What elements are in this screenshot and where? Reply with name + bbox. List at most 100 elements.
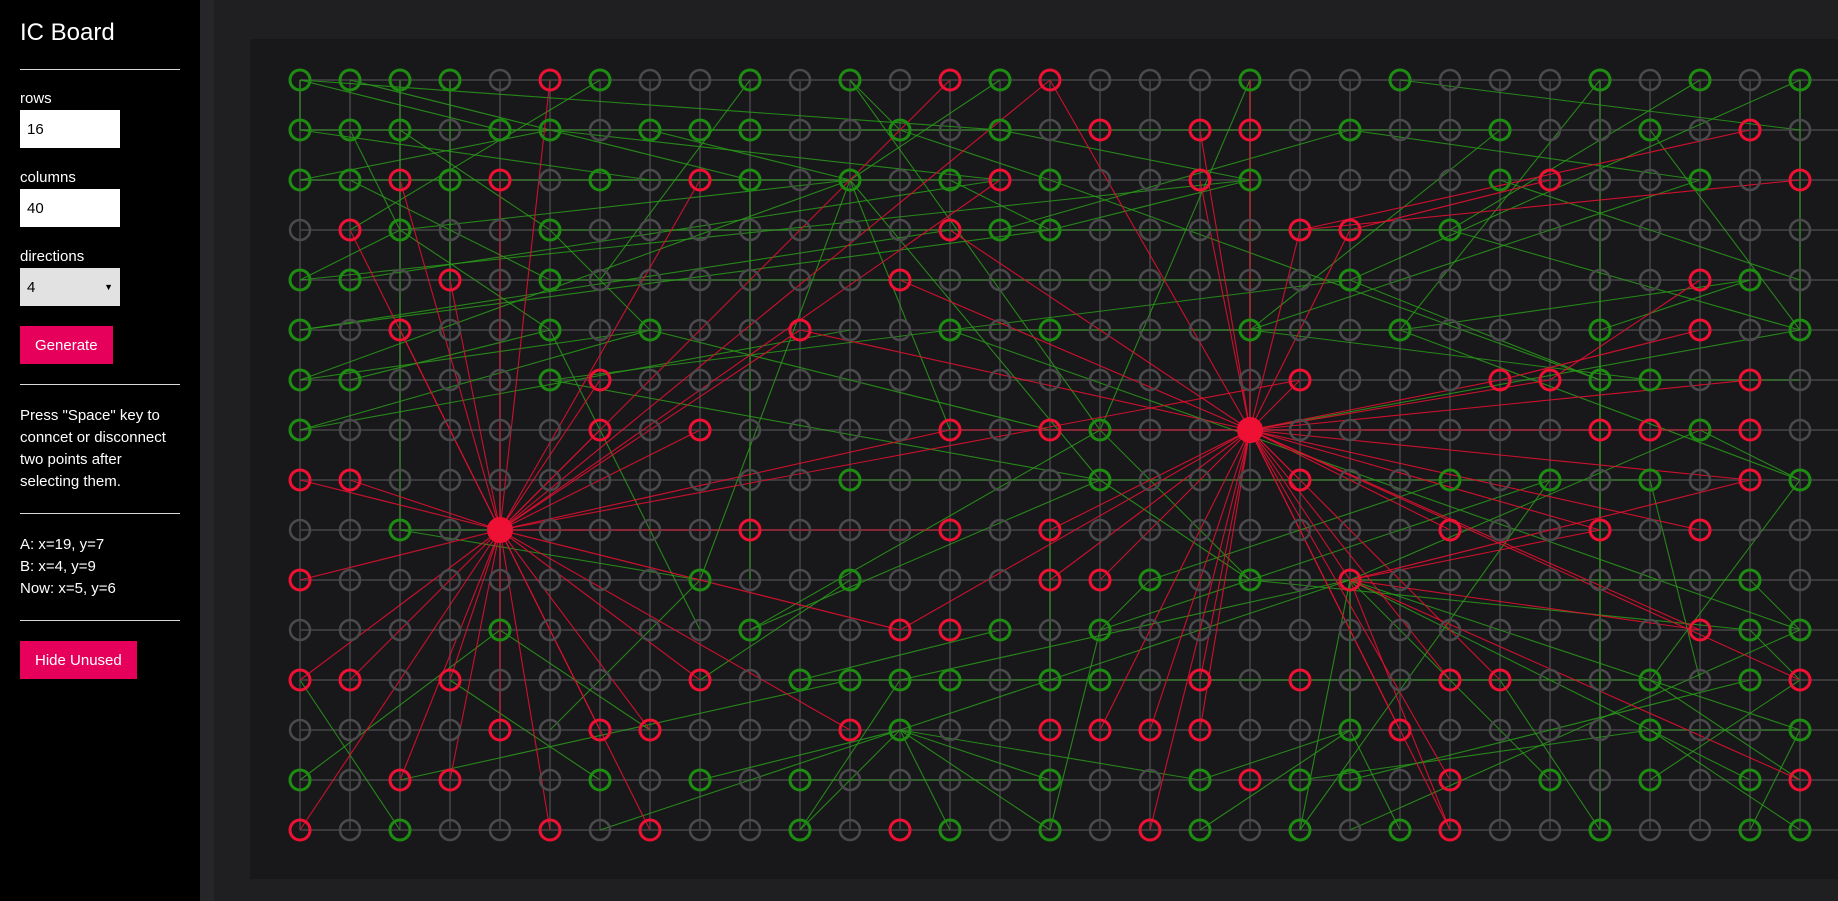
connected-node[interactable] <box>1738 268 1762 292</box>
unused-node[interactable] <box>938 368 962 392</box>
unused-node[interactable] <box>1238 268 1262 292</box>
unused-node[interactable] <box>838 618 862 642</box>
unused-node[interactable] <box>638 768 662 792</box>
connected-node[interactable] <box>1438 218 1462 242</box>
unused-node[interactable] <box>438 218 462 242</box>
unused-node[interactable] <box>1088 318 1112 342</box>
unused-node[interactable] <box>1338 318 1362 342</box>
selected-net-node[interactable] <box>1488 668 1512 692</box>
unused-node[interactable] <box>288 618 312 642</box>
selected-net-node[interactable] <box>1438 768 1462 792</box>
unused-node[interactable] <box>1538 418 1562 442</box>
unused-node[interactable] <box>1638 618 1662 642</box>
unused-node[interactable] <box>1138 468 1162 492</box>
unused-node[interactable] <box>538 618 562 642</box>
unused-node[interactable] <box>738 818 762 842</box>
connected-node[interactable] <box>1338 718 1362 742</box>
unused-node[interactable] <box>888 468 912 492</box>
unused-node[interactable] <box>338 518 362 542</box>
unused-node[interactable] <box>488 568 512 592</box>
unused-node[interactable] <box>1688 818 1712 842</box>
unused-node[interactable] <box>1088 268 1112 292</box>
unused-node[interactable] <box>888 68 912 92</box>
unused-node[interactable] <box>1788 218 1812 242</box>
selected-net-node[interactable] <box>538 68 562 92</box>
unused-node[interactable] <box>1688 468 1712 492</box>
unused-node[interactable] <box>1338 818 1362 842</box>
selected-net-node[interactable] <box>438 768 462 792</box>
unused-node[interactable] <box>888 368 912 392</box>
selected-net-node[interactable] <box>1188 168 1212 192</box>
unused-node[interactable] <box>1188 318 1212 342</box>
unused-node[interactable] <box>338 718 362 742</box>
selected-net-node[interactable] <box>1738 118 1762 142</box>
unused-node[interactable] <box>1188 518 1212 542</box>
connected-node[interactable] <box>1688 68 1712 92</box>
connected-node[interactable] <box>1638 668 1662 692</box>
selected-net-node[interactable] <box>1188 118 1212 142</box>
connected-node[interactable] <box>1088 468 1112 492</box>
selected-net-node[interactable] <box>1338 568 1362 592</box>
unused-node[interactable] <box>1688 218 1712 242</box>
unused-node[interactable] <box>788 518 812 542</box>
unused-node[interactable] <box>1588 468 1612 492</box>
unused-node[interactable] <box>738 268 762 292</box>
selected-net-node[interactable] <box>1038 518 1062 542</box>
connected-node[interactable] <box>688 768 712 792</box>
connected-node[interactable] <box>1038 218 1062 242</box>
unused-node[interactable] <box>638 468 662 492</box>
unused-node[interactable] <box>1138 168 1162 192</box>
selected-net-node[interactable] <box>1738 368 1762 392</box>
unused-node[interactable] <box>1738 218 1762 242</box>
unused-node[interactable] <box>1488 418 1512 442</box>
unused-node[interactable] <box>1388 168 1412 192</box>
unused-node[interactable] <box>738 468 762 492</box>
connected-node[interactable] <box>588 168 612 192</box>
connected-node[interactable] <box>1238 318 1262 342</box>
selected-net-node[interactable] <box>788 318 812 342</box>
selected-net-node[interactable] <box>1138 718 1162 742</box>
unused-node[interactable] <box>1138 268 1162 292</box>
unused-node[interactable] <box>1038 368 1062 392</box>
unused-node[interactable] <box>738 318 762 342</box>
connected-node[interactable] <box>1788 718 1812 742</box>
unused-node[interactable] <box>1188 368 1212 392</box>
selected-net-node[interactable] <box>1438 518 1462 542</box>
unused-node[interactable] <box>1488 718 1512 742</box>
selected-net-node[interactable] <box>1788 768 1812 792</box>
connected-node[interactable] <box>388 518 412 542</box>
unused-node[interactable] <box>1388 218 1412 242</box>
unused-node[interactable] <box>888 518 912 542</box>
unused-node[interactable] <box>988 268 1012 292</box>
unused-node[interactable] <box>1188 268 1212 292</box>
unused-node[interactable] <box>1438 418 1462 442</box>
unused-node[interactable] <box>1438 168 1462 192</box>
connected-node[interactable] <box>1788 318 1812 342</box>
selected-net-node[interactable] <box>1038 568 1062 592</box>
unused-node[interactable] <box>1388 118 1412 142</box>
connected-node[interactable] <box>1088 418 1112 442</box>
unused-node[interactable] <box>1588 768 1612 792</box>
unused-node[interactable] <box>1238 518 1262 542</box>
connected-node[interactable] <box>488 618 512 642</box>
directions-select[interactable]: 4 ▼ <box>20 268 120 306</box>
connected-node[interactable] <box>1038 318 1062 342</box>
unused-node[interactable] <box>1138 218 1162 242</box>
connected-node[interactable] <box>288 68 312 92</box>
selected-net-node[interactable] <box>1538 368 1562 392</box>
unused-node[interactable] <box>1538 618 1562 642</box>
connected-node[interactable] <box>538 118 562 142</box>
unused-node[interactable] <box>438 118 462 142</box>
unused-node[interactable] <box>1788 518 1812 542</box>
unused-node[interactable] <box>688 468 712 492</box>
unused-node[interactable] <box>1388 518 1412 542</box>
unused-node[interactable] <box>338 318 362 342</box>
unused-node[interactable] <box>1688 118 1712 142</box>
unused-node[interactable] <box>1588 268 1612 292</box>
connected-node[interactable] <box>338 368 362 392</box>
unused-node[interactable] <box>638 268 662 292</box>
unused-node[interactable] <box>838 368 862 392</box>
selected-net-node[interactable] <box>1738 468 1762 492</box>
unused-node[interactable] <box>1788 368 1812 392</box>
unused-node[interactable] <box>1338 368 1362 392</box>
